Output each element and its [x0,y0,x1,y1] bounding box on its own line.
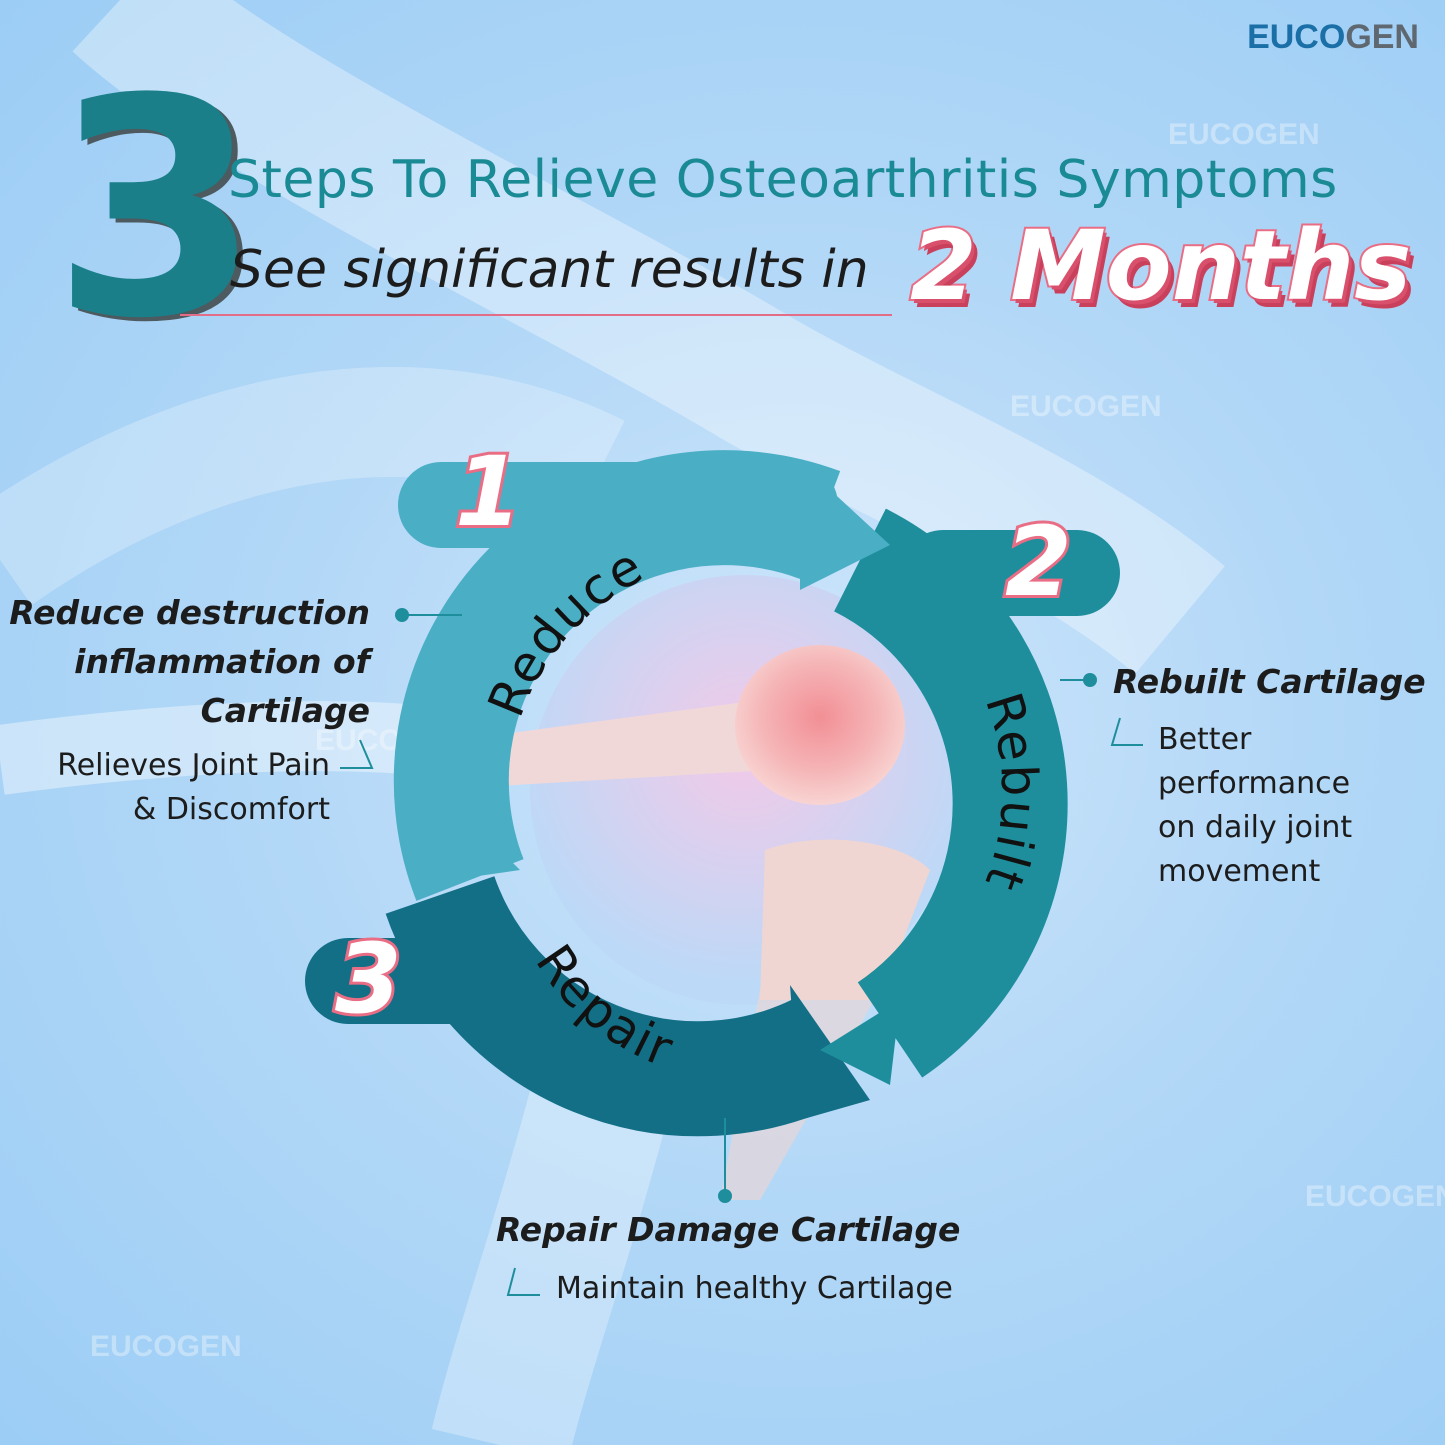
highlight-duration: 2 Months [908,208,1413,324]
step-1-number: 1 [455,436,522,548]
step-2-number: 2 [1005,506,1072,618]
watermark: EUCOGEN [1010,390,1162,423]
step-2-heading: Rebuilt Cartilage [1113,662,1426,701]
page-subtitle: See significant results in [230,240,869,300]
connector-dot [395,608,409,622]
watermark: EUCOGEN [1305,1180,1445,1213]
step-3-heading: Repair Damage Cartilage [496,1210,961,1249]
step-1-arc [393,450,890,901]
detail-line: on daily joint [1158,810,1353,845]
knee-joint [735,645,905,805]
brand-logo: EUCOGEN [1247,18,1419,56]
big-step-count: 3 [52,35,261,384]
detail-line: Relieves Joint Pain [57,748,330,783]
connector-dot [1083,673,1097,687]
step-3-detail: Maintain healthy Cartilage [556,1271,953,1306]
watermark: EUCOGEN [1168,118,1320,151]
watermark: EUCOGEN [90,1330,242,1363]
step-1-heading: inflammation of [74,642,370,681]
step-1-heading: Cartilage [200,691,370,730]
step-1-detail: Relieves Joint Pain & Discomfort [57,744,330,832]
connector-dot [718,1189,732,1203]
step-1-heading: Reduce destruction [9,593,370,632]
step-1-description: Reduce destruction inflammation of Carti… [9,588,370,735]
step-2-detail: Better performance on daily joint moveme… [1158,718,1352,894]
step-3-number: 3 [335,923,402,1035]
detail-line: movement [1158,854,1321,889]
detail-line: & Discomfort [132,792,330,827]
step-2-arc [820,508,1120,1085]
detail-line: performance [1158,766,1351,801]
subtitle-underline [180,314,892,316]
detail-line: Better [1158,722,1252,757]
page-title: Steps To Relieve Osteoarthritis Symptoms [228,150,1338,210]
